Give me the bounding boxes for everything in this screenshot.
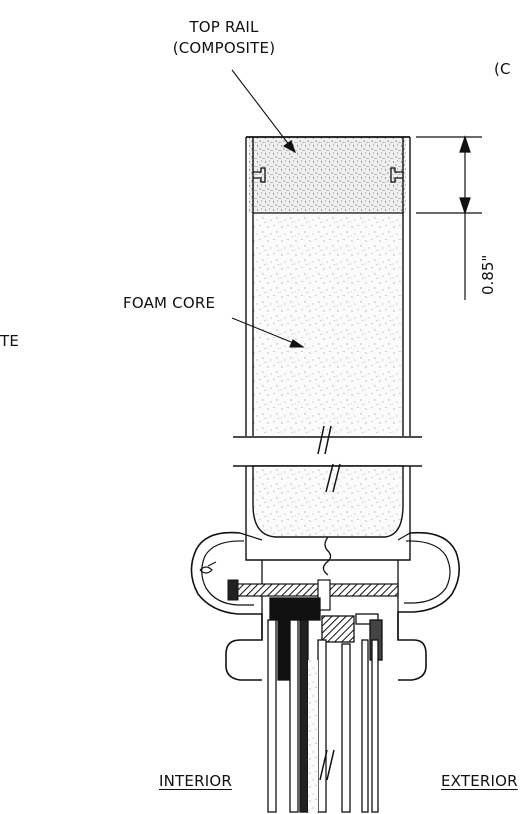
break-symbol-upper — [317, 425, 341, 493]
glass-panes — [267, 619, 379, 813]
rail-lower-section — [245, 465, 411, 576]
top-rail-label-line1: TOP RAIL — [189, 18, 259, 36]
interior-label: INTERIOR — [159, 772, 232, 790]
foam-core-upper — [253, 213, 403, 435]
top-rail-label: TOP RAIL (COMPOSITE) — [152, 20, 296, 56]
left-cut-label: TE — [0, 332, 20, 350]
break-symbol-lower — [319, 749, 335, 781]
leader-top-rail — [231, 69, 291, 147]
bottom-extrusion — [190, 531, 460, 681]
rail-upper-section — [245, 136, 411, 436]
leader-foam-core — [231, 317, 297, 345]
glazing-assembly — [267, 597, 383, 813]
exterior-label: EXTERIOR — [441, 772, 518, 790]
leaders — [231, 69, 305, 348]
top-rail-composite — [249, 137, 406, 213]
dimension-0-85 — [416, 135, 482, 300]
fastener — [227, 579, 399, 611]
dimension-label: 0.85" — [479, 254, 497, 295]
foam-core-label: FOAM CORE — [123, 294, 216, 312]
right-cut-label: (C — [494, 60, 511, 78]
top-rail-label-line2: (COMPOSITE) — [172, 39, 276, 57]
